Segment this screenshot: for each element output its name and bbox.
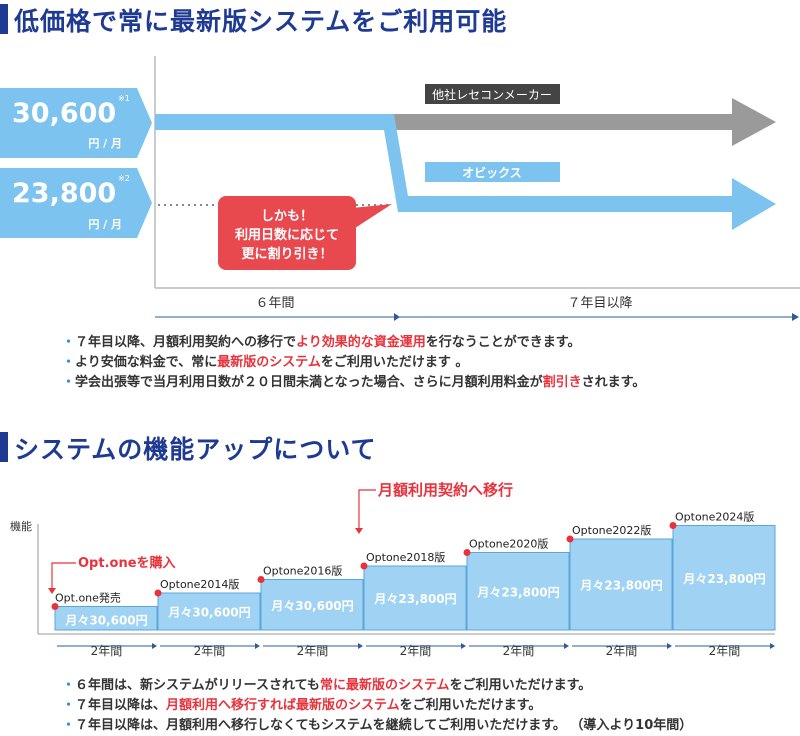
- price-tag-30600-note: ※1: [118, 94, 130, 103]
- version-bar: [569, 538, 673, 631]
- price-tag-23800-shape: [0, 168, 152, 238]
- version-release-dot: [51, 603, 59, 610]
- period-arrowhead: [564, 643, 569, 649]
- price-tag-23800-value: 23,800: [12, 178, 116, 209]
- version-bar-category: Optone2016版: [263, 564, 342, 578]
- purchase-callout-arrowhead: [48, 588, 56, 594]
- version-bar-category: Optone2022版: [572, 523, 651, 537]
- period-arrowhead: [358, 643, 363, 649]
- purchase-callout-text: Opt.oneを購入: [78, 555, 176, 571]
- purchase-callout-line: [51, 562, 76, 590]
- version-bar-label: 月々23,800円: [579, 579, 662, 593]
- price-tag-30600-unit: 円 / 月: [88, 137, 122, 150]
- period-timeline-mark-1: [394, 313, 400, 321]
- version-release-dot: [463, 549, 471, 556]
- label-ours: オビックス: [425, 162, 560, 182]
- version-bar: [672, 525, 776, 631]
- section1-note-3: 学会出張等で当月利用日数が２０日間未満となった場合、さらに月額利用料金が割引きさ…: [62, 373, 645, 393]
- period-label: 2年間: [91, 644, 123, 658]
- version-bar: [466, 552, 570, 631]
- competitor-arrow-body: [390, 114, 736, 130]
- period-label: 2年間: [503, 644, 535, 658]
- version-bar: [363, 565, 467, 631]
- section1-heading: 低価格で常に最新版システムをご利用可能: [0, 2, 800, 36]
- ours-arrow: [155, 114, 776, 230]
- section1-notes: ７年目以降、月額利用契約への移行でより効果的な資金運用を行なうことができます。 …: [62, 333, 645, 393]
- label-competitor: 他社レセコンメーカー: [425, 84, 560, 104]
- section2-note-2: ７年目以降は、月額利用へ移行すれば最新版のシステムをご利用いただけます。: [62, 696, 692, 716]
- version-bar-label: 月々30,600円: [167, 606, 250, 620]
- section2-note-3: ７年目以降は、月額利用へ移行しなくてもシステムを継続してご利用いただけます。 （…: [62, 716, 692, 736]
- label-ours-text: オビックス: [462, 165, 522, 180]
- label-ours-box: [425, 162, 560, 182]
- version-bar-category: Optone2014版: [160, 577, 239, 591]
- version-bar-label: 月々23,800円: [682, 572, 765, 586]
- section2-heading: システムの機能アップについて: [0, 430, 800, 464]
- version-bar-label: 月々30,600円: [270, 599, 353, 613]
- discount-callout: しかも！ 利用日数に応じて 更に割り引き！: [218, 196, 392, 270]
- monthly-callout-arrowhead: [355, 528, 363, 534]
- version-chart-y-label: 機能: [10, 519, 32, 533]
- version-bar: [54, 606, 158, 631]
- price-chart: 30,600 円 / 月 ※1 23,800 円 / 月 ※2 他社レセコンメー…: [0, 56, 800, 321]
- heading-marker: [0, 4, 8, 34]
- monthly-callout-text: 月額利用契約へ移行: [377, 481, 513, 499]
- competitor-arrow: [390, 98, 776, 146]
- section1-note-1: ７年目以降、月額利用契約への移行でより効果的な資金運用を行なうことができます。: [62, 333, 645, 353]
- version-release-dot: [669, 522, 677, 529]
- version-bar-label: 月々30,600円: [64, 614, 147, 628]
- version-bar-category: Optone2024版: [675, 510, 754, 524]
- version-bar: [157, 592, 261, 631]
- version-bar-category: Opt.one発売: [55, 591, 121, 605]
- section2-title: システムの機能アップについて: [14, 435, 377, 464]
- period-label: 2年間: [194, 644, 226, 658]
- version-bar: [260, 579, 364, 631]
- period-arrowhead: [667, 643, 672, 649]
- ours-arrow-path: [155, 114, 736, 212]
- section1-note-2: より安価な料金で、常に最新版のシステムをご利用いただけます 。: [62, 353, 645, 373]
- period-arrowhead: [255, 643, 260, 649]
- heading-marker: [0, 432, 8, 462]
- period-label-6years: ６年間: [255, 296, 294, 311]
- version-bar-category: Optone2020版: [469, 537, 548, 551]
- label-competitor-text: 他社レセコンメーカー: [432, 87, 552, 102]
- discount-callout-line1: しかも！: [261, 209, 313, 224]
- price-tag-30600-shape: [0, 88, 152, 158]
- period-arrowhead: [152, 643, 157, 649]
- period-timeline-mark-2: [792, 313, 799, 321]
- ours-arrow-head: [732, 178, 776, 230]
- version-bar-label: 月々23,800円: [373, 592, 456, 606]
- period-arrowhead: [461, 643, 466, 649]
- version-release-dot: [566, 535, 574, 543]
- period-label: 2年間: [709, 644, 741, 658]
- version-chart: 機能 Opt.oneを購入 月額利用契約へ移行 Opt.one発売月々30,60…: [10, 481, 776, 658]
- price-tag-23800: 23,800 円 / 月 ※2: [0, 168, 152, 238]
- section2-note-1: ６年間は、新システムがリリースされても常に最新版のシステムをご利用いただけます。: [62, 676, 692, 696]
- version-bar-category: Optone2018版: [366, 550, 445, 564]
- price-tag-30600-value: 30,600: [12, 98, 116, 129]
- version-bar-label: 月々23,800円: [476, 585, 559, 599]
- version-release-dot: [360, 562, 368, 570]
- discount-callout-line3: 更に割り引き！: [241, 246, 332, 262]
- section1-title: 低価格で常に最新版システムをご利用可能: [14, 7, 508, 36]
- price-tag-23800-note: ※2: [118, 174, 130, 183]
- version-release-dot: [257, 576, 265, 583]
- discount-callout-line2: 利用日数に応じて: [235, 227, 339, 243]
- monthly-callout-line: [358, 489, 376, 530]
- price-tag-30600: 30,600 円 / 月 ※1: [0, 88, 152, 158]
- section2-notes: ６年間は、新システムがリリースされても常に最新版のシステムをご利用いただけます。…: [62, 676, 692, 736]
- version-release-dot: [154, 589, 162, 597]
- period-label-7years: ７年目以降: [567, 296, 632, 311]
- period-label: 2年間: [400, 644, 432, 658]
- competitor-arrow-head: [732, 98, 776, 146]
- period-arrowhead: [770, 643, 775, 649]
- period-label: 2年間: [297, 644, 329, 658]
- price-tag-23800-unit: 円 / 月: [88, 218, 122, 231]
- label-competitor-box: [425, 84, 560, 104]
- discount-callout-box: [218, 196, 356, 270]
- period-label: 2年間: [606, 644, 638, 658]
- discount-callout-tail: [352, 204, 392, 230]
